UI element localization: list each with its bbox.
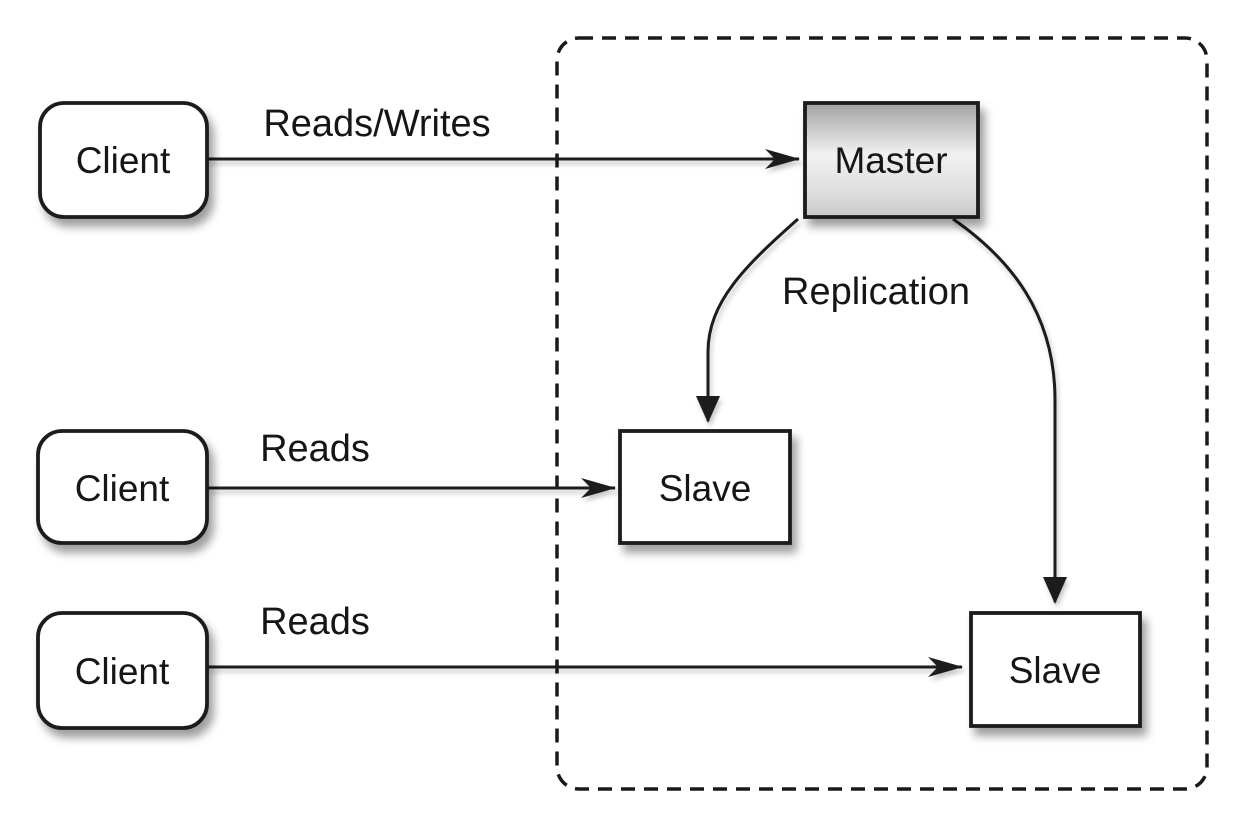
slave-1-box bbox=[618, 429, 792, 545]
slave-1-label: Slave bbox=[659, 468, 752, 509]
slave-2-label: Slave bbox=[1009, 650, 1102, 691]
client-2-box bbox=[36, 429, 209, 545]
node-client-1: Client bbox=[38, 101, 209, 219]
node-client-3: Client bbox=[36, 611, 209, 730]
edge-replication-right-arrow bbox=[952, 217, 1067, 604]
edge-label-replication: Replication bbox=[782, 271, 970, 313]
node-master: Master bbox=[803, 101, 980, 219]
master-box bbox=[803, 101, 980, 219]
node-slave-2: Slave bbox=[969, 611, 1142, 728]
client-1-box bbox=[38, 101, 209, 219]
client-3-label: Client bbox=[75, 651, 170, 692]
edge-replication-left-arrow bbox=[696, 217, 799, 423]
edges bbox=[207, 149, 1067, 677]
edge-label-reads-mid: Reads bbox=[260, 428, 370, 470]
master-label: Master bbox=[834, 140, 947, 181]
client-3-box bbox=[36, 611, 209, 730]
edge-label-reads-bottom: Reads bbox=[260, 601, 370, 643]
client-2-label: Client bbox=[75, 468, 170, 509]
client-1-label: Client bbox=[76, 140, 171, 181]
node-client-2: Client bbox=[36, 429, 209, 545]
slave-2-box bbox=[969, 611, 1142, 728]
node-slave-1: Slave bbox=[618, 429, 792, 545]
edge-label-reads-writes: Reads/Writes bbox=[263, 103, 490, 145]
cluster-boundary bbox=[555, 36, 1209, 791]
